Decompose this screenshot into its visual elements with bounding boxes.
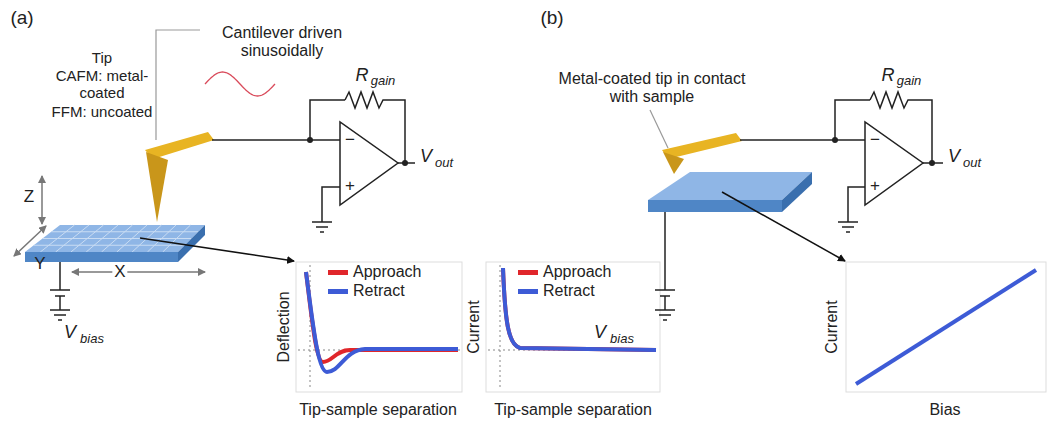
tip-label: FFM: uncoated xyxy=(52,103,153,120)
pointer-arrow xyxy=(140,238,294,261)
pin-sign: + xyxy=(345,176,355,196)
signal-label: V xyxy=(948,146,960,167)
legend-swatch xyxy=(328,270,348,275)
component-label: R xyxy=(356,65,369,86)
junction-dot xyxy=(929,160,935,166)
legend-swatch xyxy=(328,289,348,294)
bias-source xyxy=(50,262,70,320)
panel-label: (b) xyxy=(540,7,563,29)
legend-swatch xyxy=(518,289,538,294)
x-axis-arrow xyxy=(72,271,205,273)
sample-slab xyxy=(648,172,812,212)
current-plot xyxy=(486,262,660,392)
tip-label: CAFM: metal-coated xyxy=(52,67,152,102)
legend-text: Approach xyxy=(353,263,422,281)
sine-wave xyxy=(205,72,275,96)
axis-label: Y xyxy=(34,254,45,274)
legend-text: Approach xyxy=(543,263,612,281)
bias-source xyxy=(655,212,675,320)
axis-title: Deflection xyxy=(275,291,293,362)
pin-sign: − xyxy=(870,130,880,150)
signal-label: V xyxy=(594,322,606,343)
legend-text: Retract xyxy=(543,282,595,300)
legend-text: Retract xyxy=(353,282,405,300)
subscript: out xyxy=(435,156,453,171)
note-label: Cantilever driven sinusoidally xyxy=(202,24,362,61)
y-axis-arrow xyxy=(14,226,46,256)
signal-label: V xyxy=(64,322,76,343)
cantilever xyxy=(145,132,214,222)
axis-title: Tip-sample separation xyxy=(299,401,457,419)
pin-sign: − xyxy=(345,130,355,150)
cantilever xyxy=(662,133,742,174)
legend-swatch xyxy=(518,270,538,275)
junction-dot xyxy=(402,160,408,166)
leader-line xyxy=(650,110,668,148)
axis-title: Tip-sample separation xyxy=(494,401,652,419)
component-label: R xyxy=(882,65,895,86)
z-axis-arrow xyxy=(41,176,43,224)
leader-line xyxy=(156,30,200,140)
amplifier-circuit xyxy=(740,92,943,232)
pin-sign: + xyxy=(870,176,880,196)
note-label: Metal-coated tip in contact with sample xyxy=(550,70,755,107)
subscript: gain xyxy=(897,74,922,89)
amplifier-circuit xyxy=(212,92,415,232)
junction-dot xyxy=(832,137,838,143)
subscript: bias xyxy=(80,332,104,347)
axis-title: Current xyxy=(465,300,483,353)
signal-label: V xyxy=(420,146,432,167)
junction-dot xyxy=(307,137,313,143)
subscript: gain xyxy=(371,74,396,89)
panel-label: (a) xyxy=(10,7,33,29)
subscript: out xyxy=(963,156,981,171)
deflection-plot xyxy=(296,262,462,392)
axis-title: Current xyxy=(823,300,841,353)
axis-title: Bias xyxy=(929,401,960,419)
tip-label: Tip xyxy=(92,49,112,66)
subscript: bias xyxy=(610,332,634,347)
axis-label: Z xyxy=(24,187,34,207)
axis-label: X xyxy=(112,262,127,282)
pointer-arrow xyxy=(722,192,845,261)
iv-plot xyxy=(846,262,1046,392)
